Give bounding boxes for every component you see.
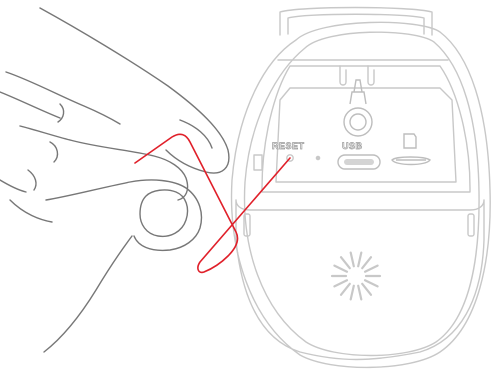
camera-device-icon: [232, 8, 491, 368]
camera-outer-body: [232, 22, 491, 367]
usb-c-port-icon: [338, 155, 380, 169]
speaker-hole: [365, 266, 378, 272]
speaker-hole: [362, 284, 371, 295]
speaker-hole: [358, 253, 361, 267]
reset-label: RESET: [272, 142, 305, 151]
battery-door: [262, 66, 470, 192]
hand-icon: [0, 8, 229, 352]
camera-top-cap: [280, 8, 432, 36]
camera-top-cap-inner: [288, 14, 424, 34]
speaker-hole: [362, 257, 371, 268]
reset-pin-icon: [135, 134, 290, 272]
speaker-hole: [334, 266, 347, 272]
camera-inner-body: [245, 32, 480, 355]
speaker-hole: [365, 280, 378, 286]
speaker-hole: [341, 284, 350, 295]
speaker-hole: [341, 257, 350, 268]
speaker-grille-icon: [332, 253, 380, 300]
speaker-hole: [351, 253, 354, 267]
speaker-hole: [351, 286, 354, 300]
bottom-cover: [236, 200, 484, 360]
speaker-hole: [334, 280, 347, 286]
usb-label: USB: [342, 142, 363, 151]
micro-sd-card-icon: [392, 134, 430, 165]
speaker-hole: [358, 286, 361, 300]
